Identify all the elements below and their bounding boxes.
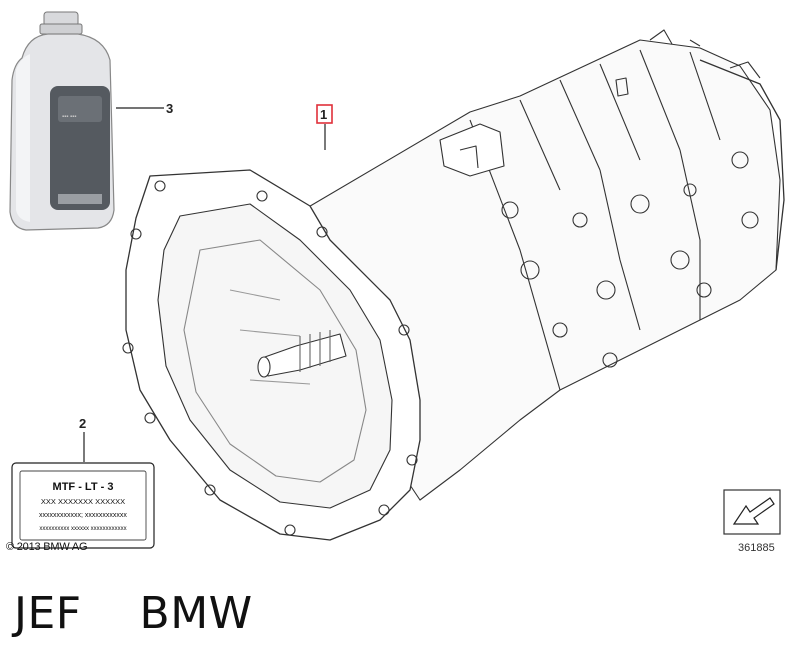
highlight-box-1 (316, 104, 333, 124)
callout-2: 2 (79, 416, 86, 431)
label-line-1: XXX XXXXXXX XXXXXX (41, 497, 125, 506)
transmission-illustration (122, 29, 785, 541)
direction-arrow-icon (723, 489, 781, 535)
label-line-3: xxxxxxxxxx xxxxxx xxxxxxxxxxxx (39, 526, 126, 532)
diagram-number: 361885 (738, 542, 775, 554)
caption-text: JEF BMW (14, 588, 253, 639)
svg-text:▪▪▪ ▪▪▪: ▪▪▪ ▪▪▪ (62, 114, 76, 120)
copyright-notice: © 2013 BMW AG (6, 541, 88, 553)
callout-3: 3 (166, 101, 173, 116)
label-line-2: xxxxxxxxxxxx; xxxxxxxxxxxx (39, 512, 127, 519)
label-title: MTF - LT - 3 (53, 481, 114, 493)
transmission-parts-diagram: ▪▪▪ ▪▪▪ 3 (9, 11, 785, 549)
callout-1: 1 (320, 107, 327, 122)
oil-bottle-illustration: ▪▪▪ ▪▪▪ (9, 11, 115, 231)
label-sticker: MTF - LT - 3 XXX XXXXXXX XXXXXX xxxxxxxx… (11, 462, 155, 549)
